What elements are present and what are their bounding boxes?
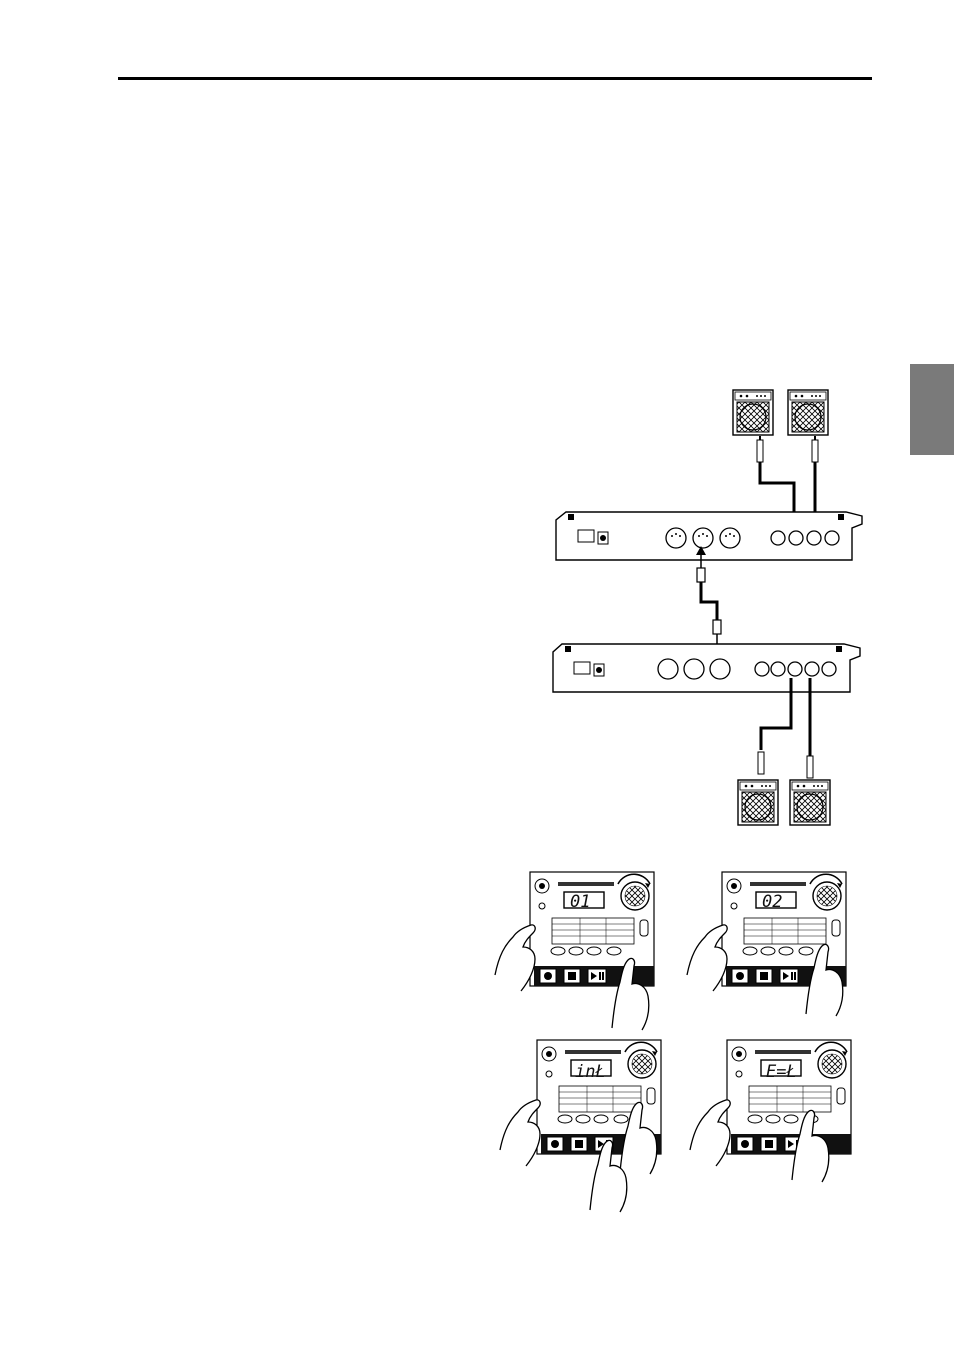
operation-panel-1: 01 (495, 872, 654, 1030)
device-rear-panel (556, 512, 862, 560)
amplifier-icon (790, 780, 830, 825)
lcd-readout: 02 (762, 892, 782, 912)
lcd-readout: 01 (570, 892, 590, 912)
amplifier-icon (733, 390, 773, 435)
amplifier-icon (738, 780, 778, 825)
amplifier-icon (788, 390, 828, 435)
lcd-readout: E=Ł (766, 1062, 797, 1082)
connection-diagram (553, 390, 862, 825)
operation-panel-3: inŁ (500, 1040, 661, 1212)
operation-panel-4: E=Ł (690, 1040, 851, 1182)
lcd-readout: inŁ (575, 1062, 606, 1082)
midi-cable-icon (697, 568, 705, 582)
device-rear-panel (553, 644, 860, 692)
operation-panel-2: 02 (687, 872, 846, 1016)
